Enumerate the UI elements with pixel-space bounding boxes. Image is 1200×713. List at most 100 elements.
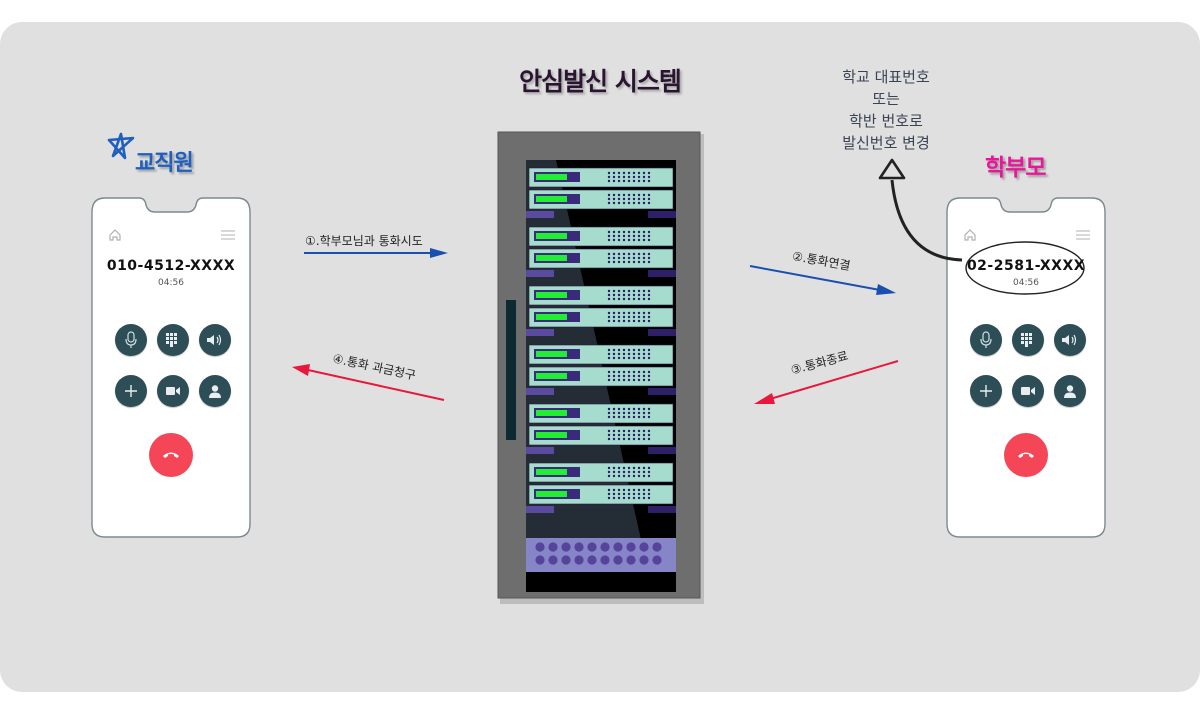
- vent-hole: [548, 542, 558, 552]
- server-unit: [528, 167, 674, 188]
- curved-arrow-up: [878, 158, 963, 262]
- home-icon[interactable]: [108, 228, 122, 242]
- rail: [648, 211, 676, 218]
- vent-hole: [574, 542, 584, 552]
- server-unit: [528, 307, 674, 328]
- vent-hole: [561, 555, 571, 565]
- phone-number: 010-4512-XXXX: [106, 258, 236, 274]
- speaker-button[interactable]: [199, 324, 231, 356]
- rail: [648, 388, 676, 395]
- rail: [648, 270, 676, 277]
- vent-hole: [535, 542, 545, 552]
- menu-icon[interactable]: [1076, 230, 1090, 240]
- status-led: [536, 196, 567, 202]
- arrow-step-1: [304, 248, 448, 258]
- hang-up-icon: [163, 452, 179, 458]
- microphone-icon: [125, 331, 137, 348]
- rail: [526, 506, 554, 513]
- parent-title: 학부모: [985, 155, 1046, 181]
- status-led: [536, 233, 567, 239]
- vent-hole: [600, 542, 610, 552]
- vent-hole: [587, 542, 597, 552]
- plus-icon: [980, 385, 992, 397]
- step-1-label: ①.학부모님과 통화시도: [305, 234, 423, 248]
- video-camera-icon: [166, 387, 180, 395]
- call-time: 04:56: [158, 278, 184, 288]
- vent-hole: [600, 555, 610, 565]
- video-camera-icon: [1021, 387, 1035, 395]
- mute-button[interactable]: [970, 324, 1002, 356]
- status-led: [536, 469, 567, 475]
- parent-phone: 02-2581-XXXX 04:56: [946, 196, 1106, 538]
- server-unit: [528, 285, 674, 306]
- note-line: 또는: [872, 90, 900, 108]
- phone-frame: [91, 197, 251, 538]
- system-title: 안심발신 시스템: [519, 67, 682, 96]
- rail: [648, 447, 676, 454]
- rail: [648, 329, 676, 336]
- status-led: [536, 174, 567, 180]
- microphone-icon: [980, 331, 992, 348]
- staff-phone: 010-4512-XXXX 04:56: [91, 196, 251, 538]
- vent-hole: [561, 542, 571, 552]
- vent-hole: [613, 555, 623, 565]
- mute-button[interactable]: [115, 324, 147, 356]
- call-time: 04:56: [1013, 278, 1039, 288]
- note-line: 학반 번호로: [849, 112, 923, 130]
- status-led: [536, 255, 567, 261]
- vent-hole: [587, 555, 597, 565]
- person-icon: [1064, 385, 1076, 398]
- add-call-button[interactable]: [115, 375, 147, 407]
- keypad-button[interactable]: [157, 324, 189, 356]
- server-unit: [528, 425, 674, 446]
- staff-title: 교직원: [135, 151, 194, 176]
- menu-icon[interactable]: [221, 230, 235, 240]
- caller-id-note: 학교 대표번호 또는 학반 번호로 발신번호 변경: [816, 66, 956, 154]
- speaker-button[interactable]: [1054, 324, 1086, 356]
- server-unit: [528, 248, 674, 269]
- contacts-button[interactable]: [1054, 375, 1086, 407]
- status-led: [536, 373, 567, 379]
- contacts-button[interactable]: [199, 375, 231, 407]
- home-icon[interactable]: [963, 228, 977, 242]
- keypad-icon: [166, 333, 177, 347]
- server-unit: [528, 484, 674, 505]
- vent-hole: [548, 555, 558, 565]
- server-unit: [528, 403, 674, 424]
- arrow-step-4: [292, 364, 445, 401]
- note-line: 발신번호 변경: [842, 134, 930, 152]
- keypad-button[interactable]: [1012, 324, 1044, 356]
- arrow-step-2: [749, 265, 896, 295]
- video-button[interactable]: [157, 375, 189, 407]
- status-led: [536, 491, 567, 497]
- vent-hole: [652, 542, 662, 552]
- rail: [526, 447, 554, 454]
- status-led: [536, 410, 567, 416]
- status-led: [536, 314, 567, 320]
- vent-hole: [535, 555, 545, 565]
- server-unit: [528, 189, 674, 210]
- vent-hole: [626, 555, 636, 565]
- rail: [526, 211, 554, 218]
- server-unit: [528, 226, 674, 247]
- rail: [526, 329, 554, 336]
- status-led: [536, 432, 567, 438]
- vent-hole: [639, 542, 649, 552]
- end-call-button[interactable]: [149, 433, 193, 477]
- server-rack: [497, 131, 704, 604]
- status-led: [536, 292, 567, 298]
- add-call-button[interactable]: [970, 375, 1002, 407]
- vent-hole: [639, 555, 649, 565]
- rail: [648, 506, 676, 513]
- person-icon: [209, 385, 221, 398]
- server-unit: [528, 366, 674, 387]
- server-unit: [528, 462, 674, 483]
- star-icon: [107, 132, 135, 160]
- video-button[interactable]: [1012, 375, 1044, 407]
- highlight-ellipse: [965, 241, 1085, 295]
- speaker-icon: [1062, 334, 1077, 346]
- end-call-button[interactable]: [1004, 433, 1048, 477]
- server-unit: [528, 344, 674, 365]
- status-led: [536, 351, 567, 357]
- rail: [526, 270, 554, 277]
